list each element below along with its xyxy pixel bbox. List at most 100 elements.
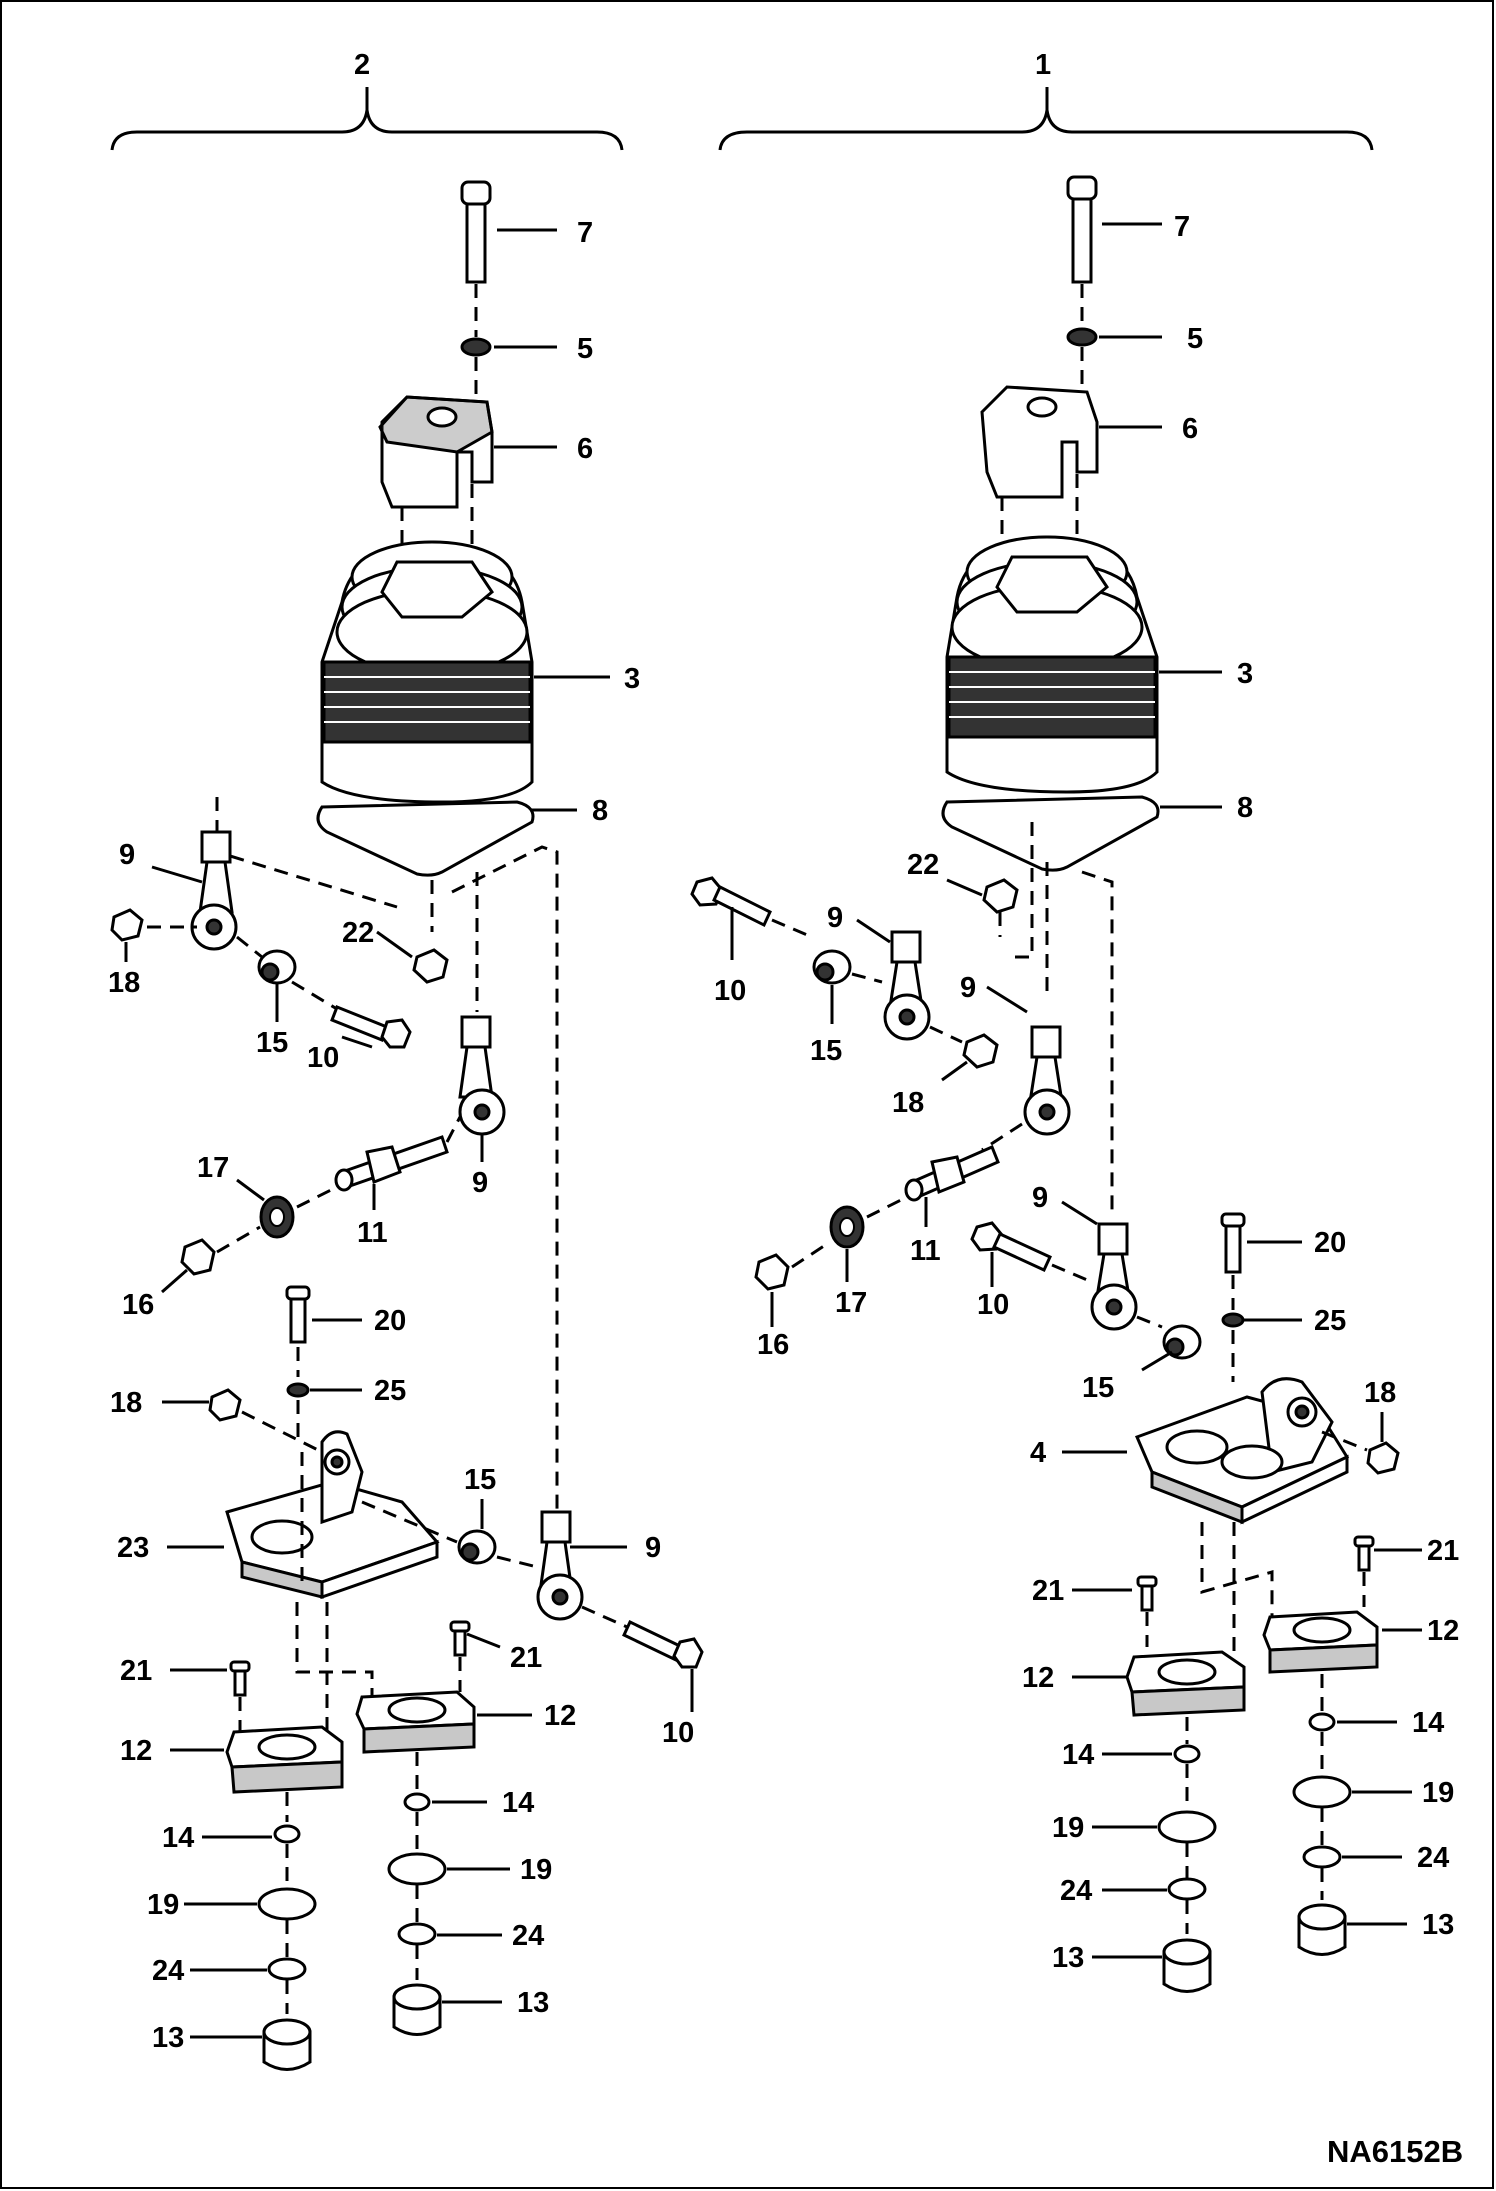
callout: 8 xyxy=(592,795,608,827)
callout: 19 xyxy=(1052,1812,1084,1844)
left-base-23 xyxy=(225,1430,440,1600)
left-sleeve-13b xyxy=(392,1983,442,2036)
callout: 14 xyxy=(1062,1739,1094,1771)
left-cap-6 xyxy=(378,395,494,509)
callout: 25 xyxy=(1314,1305,1346,1337)
callout: 10 xyxy=(307,1042,339,1074)
callout: 18 xyxy=(110,1387,142,1419)
left-nut-22 xyxy=(412,948,449,984)
left-screw-21b xyxy=(449,1620,471,1657)
callout: 7 xyxy=(1174,211,1190,243)
right-sleeve-13b xyxy=(1297,1903,1347,1956)
left-stud-11 xyxy=(334,1135,449,1192)
callout: 13 xyxy=(152,2022,184,2054)
callout: 21 xyxy=(120,1655,152,1687)
right-boot-3 xyxy=(945,535,1159,794)
callout: 15 xyxy=(1082,1372,1114,1404)
left-flange-12b xyxy=(355,1690,476,1754)
right-screw-21a xyxy=(1136,1575,1158,1612)
callout: 17 xyxy=(197,1152,229,1184)
callout: 10 xyxy=(977,1289,1009,1321)
callout: 9 xyxy=(1032,1182,1048,1214)
left-assembly-brace xyxy=(110,87,624,151)
right-nut-22 xyxy=(982,878,1019,914)
callout: 17 xyxy=(835,1287,867,1319)
callout: 14 xyxy=(502,1787,534,1819)
right-stud-11 xyxy=(904,1145,1000,1202)
callout: 5 xyxy=(577,333,593,365)
right-washer-5 xyxy=(1066,327,1098,347)
right-nut-18b xyxy=(1366,1441,1400,1475)
callout: 12 xyxy=(544,1700,576,1732)
right-cap-6 xyxy=(980,385,1099,499)
callout: 15 xyxy=(464,1464,496,1496)
callout: 12 xyxy=(1427,1615,1459,1647)
callout: 24 xyxy=(512,1920,544,1952)
callout: 10 xyxy=(714,975,746,1007)
right-rod-end-9a xyxy=(883,930,931,1041)
callout: 4 xyxy=(1030,1437,1046,1469)
callout: 8 xyxy=(1237,792,1253,824)
callout: 9 xyxy=(645,1532,661,1564)
callout: 12 xyxy=(1022,1662,1054,1694)
left-oring-14b xyxy=(403,1792,431,1812)
right-bushing-15a xyxy=(812,949,852,985)
left-nut-18b xyxy=(208,1388,242,1422)
right-ring-19a xyxy=(1157,1810,1217,1844)
left-seal-8 xyxy=(316,800,535,877)
left-oring-14a xyxy=(273,1824,301,1844)
left-ring-24b xyxy=(397,1922,437,1946)
callout: 3 xyxy=(1237,658,1253,690)
right-ring-19b xyxy=(1292,1775,1352,1809)
right-nut-18a xyxy=(962,1033,999,1069)
left-rod-end-9c xyxy=(536,1510,584,1621)
right-assembly xyxy=(690,175,1400,1993)
right-rod-end-9b xyxy=(1023,1025,1071,1136)
callout: 9 xyxy=(472,1167,488,1199)
right-oring-25 xyxy=(1221,1312,1245,1328)
callout: 6 xyxy=(577,433,593,465)
callout: 14 xyxy=(162,1822,194,1854)
callout: 20 xyxy=(1314,1227,1346,1259)
right-flange-12a xyxy=(1125,1650,1246,1717)
right-ring-24b xyxy=(1302,1845,1342,1869)
callout: 3 xyxy=(624,663,640,695)
callout: 24 xyxy=(152,1955,184,1987)
callout: 13 xyxy=(1422,1909,1454,1941)
leader-lines xyxy=(124,222,1422,2039)
right-oring-14a xyxy=(1173,1744,1201,1764)
left-ring-19a xyxy=(257,1887,317,1921)
left-bolt-7 xyxy=(460,180,492,284)
right-bolt-10a xyxy=(690,876,772,928)
callout: 21 xyxy=(1427,1535,1459,1567)
callout: 6 xyxy=(1182,413,1198,445)
left-callouts: 7 5 6 3 8 9 22 18 15 10 9 17 11 16 20 25… xyxy=(108,217,694,2054)
callout: 11 xyxy=(357,1217,388,1249)
left-bushing-15b xyxy=(457,1529,497,1565)
callout: 13 xyxy=(1052,1942,1084,1974)
left-rod-end-9a xyxy=(190,830,238,951)
left-assembly xyxy=(110,180,704,2071)
left-ring-19b xyxy=(387,1852,447,1886)
left-ring-24a xyxy=(267,1957,307,1981)
left-screw-21a xyxy=(229,1660,251,1697)
left-bushing-15a xyxy=(257,949,297,985)
right-bolt-10b xyxy=(970,1221,1052,1272)
left-bolt-10b xyxy=(622,1619,704,1669)
callout: 21 xyxy=(1032,1575,1064,1607)
right-ring-24a xyxy=(1167,1877,1207,1901)
callout: 7 xyxy=(577,217,593,249)
callout: 15 xyxy=(256,1027,288,1059)
left-sleeve-13a xyxy=(262,2018,312,2071)
right-assembly-brace xyxy=(718,87,1374,151)
right-nut-16 xyxy=(754,1253,790,1291)
callout: 25 xyxy=(374,1375,406,1407)
callout: 19 xyxy=(1422,1777,1454,1809)
callout: 16 xyxy=(122,1289,154,1321)
callout: 9 xyxy=(119,839,135,871)
left-bolt-10a xyxy=(330,1005,412,1049)
right-oring-14b xyxy=(1308,1712,1336,1732)
callout: 19 xyxy=(520,1854,552,1886)
assembly-label-2: 2 xyxy=(354,49,370,81)
